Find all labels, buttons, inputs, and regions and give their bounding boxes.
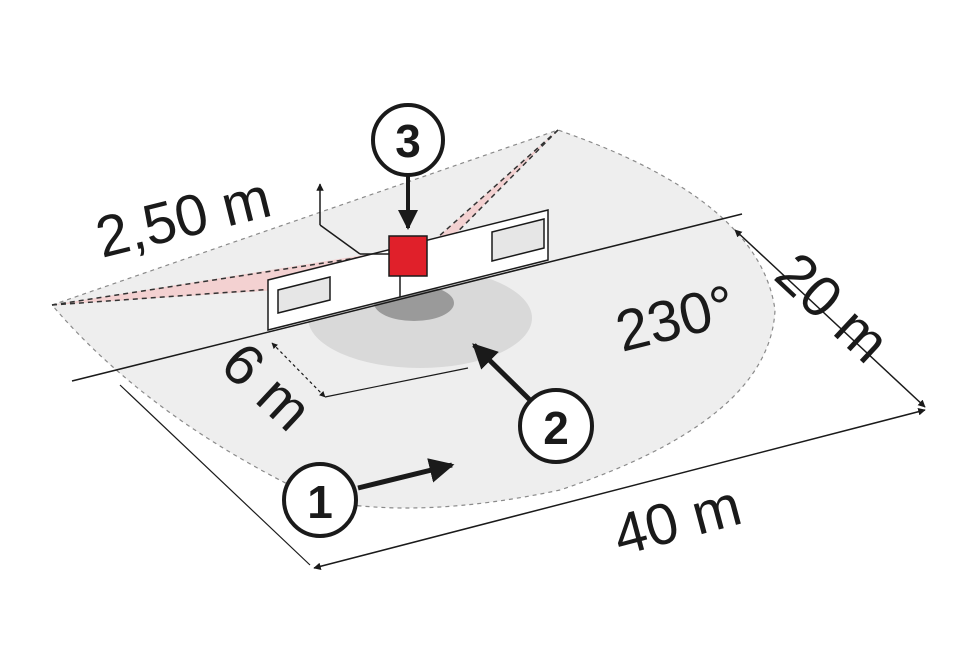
sensor <box>388 235 428 277</box>
dim-6m <box>271 342 326 398</box>
marker-3-label: 3 <box>395 115 421 167</box>
beam-left <box>52 250 400 305</box>
window-left <box>277 276 331 314</box>
marker-1-circle <box>282 462 358 538</box>
dim-40m <box>313 408 926 570</box>
marker-1-label: 1 <box>307 476 333 528</box>
marker-2-circle <box>518 388 594 464</box>
window-right <box>491 218 545 262</box>
depth-label: 20 m <box>763 240 902 375</box>
dim-20m <box>734 229 926 408</box>
ground-line <box>71 213 743 382</box>
height-bracket <box>319 224 361 255</box>
marker-2-label: 2 <box>543 402 569 454</box>
